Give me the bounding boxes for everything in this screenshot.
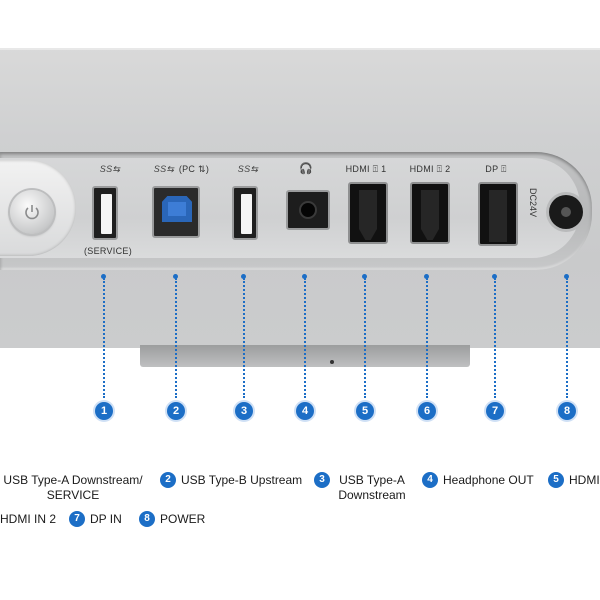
- legend-number-7: 7: [69, 511, 85, 527]
- stand-screw: [330, 360, 334, 364]
- port-2-top-label: (PC ⇅): [178, 164, 210, 174]
- leader-dot-5: [362, 274, 367, 279]
- headphone-icon-label: 🎧: [299, 163, 313, 175]
- callout-1: 1: [95, 402, 113, 420]
- dc-power-port[interactable]: [549, 195, 583, 229]
- port-5-top-label: HDMI ⍐ 1: [345, 164, 387, 174]
- hdmi-2-port[interactable]: [410, 182, 450, 244]
- usb-b-insert-inner: [168, 202, 186, 216]
- leader-line-2: [175, 278, 177, 398]
- leader-line-1: [103, 278, 105, 398]
- leader-line-4: [304, 278, 306, 398]
- callout-5: 5: [356, 402, 374, 420]
- port-8-side-label: DC24V: [528, 188, 538, 218]
- legend-item-5: HDMI: [569, 473, 600, 487]
- dp-slot: [489, 190, 507, 242]
- legend-item-6: HDMI IN 2: [0, 512, 57, 526]
- headphone-jack: [301, 203, 315, 217]
- callout-6: 6: [418, 402, 436, 420]
- leader-dot-8: [564, 274, 569, 279]
- hdmi-slot: [421, 190, 439, 240]
- leader-line-3: [243, 278, 245, 398]
- displayport-port[interactable]: [478, 182, 518, 246]
- legend-item-2: USB Type-B Upstream: [181, 473, 303, 487]
- chassis-edge: [0, 48, 600, 50]
- port-1-bottom-label: (SERVICE): [83, 246, 133, 256]
- port-7-top-label: DP ⍐: [485, 164, 507, 174]
- leader-line-6: [426, 278, 428, 398]
- leader-line-7: [494, 278, 496, 398]
- leader-dot-7: [492, 274, 497, 279]
- usb-icon-label-1: SS⇆: [99, 164, 121, 174]
- usb-b-upstream-port[interactable]: [152, 186, 200, 238]
- legend-number-4: 4: [422, 472, 438, 488]
- leader-dot-4: [302, 274, 307, 279]
- power-icon: [25, 205, 39, 220]
- callout-3: 3: [235, 402, 253, 420]
- legend-item-1: USB Type-A Downstream/ SERVICE: [3, 473, 143, 502]
- legend-number-8: 8: [139, 511, 155, 527]
- leader-dot-2: [173, 274, 178, 279]
- dc-pin: [561, 207, 571, 217]
- hdmi-1-port[interactable]: [348, 182, 388, 244]
- usb-a-tongue: [241, 194, 252, 234]
- callout-4: 4: [296, 402, 314, 420]
- leader-dot-6: [424, 274, 429, 279]
- leader-dot-1: [101, 274, 106, 279]
- callout-2: 2: [167, 402, 185, 420]
- usb-a-service-port[interactable]: [92, 186, 118, 240]
- leader-dot-3: [241, 274, 246, 279]
- legend-number-3: 3: [314, 472, 330, 488]
- usb-a-tongue: [101, 194, 112, 234]
- legend-number-5: 5: [548, 472, 564, 488]
- callout-7: 7: [486, 402, 504, 420]
- hdmi-slot: [359, 190, 377, 240]
- usb-icon-label-3: SS⇆: [237, 164, 259, 174]
- callout-8: 8: [558, 402, 576, 420]
- legend-number-2: 2: [160, 472, 176, 488]
- leader-line-5: [364, 278, 366, 398]
- legend-item-7: DP IN: [90, 512, 122, 526]
- port-6-top-label: HDMI ⍐ 2: [409, 164, 451, 174]
- leader-line-8: [566, 278, 568, 398]
- legend-item-8: POWER: [160, 512, 206, 526]
- headphone-port[interactable]: [286, 190, 330, 230]
- legend-item-4: Headphone OUT: [443, 473, 534, 487]
- usb-icon-label-2: SS⇆: [153, 164, 175, 174]
- legend-item-3: USB Type-A Downstream: [338, 473, 406, 502]
- usb-a-downstream-port[interactable]: [232, 186, 258, 240]
